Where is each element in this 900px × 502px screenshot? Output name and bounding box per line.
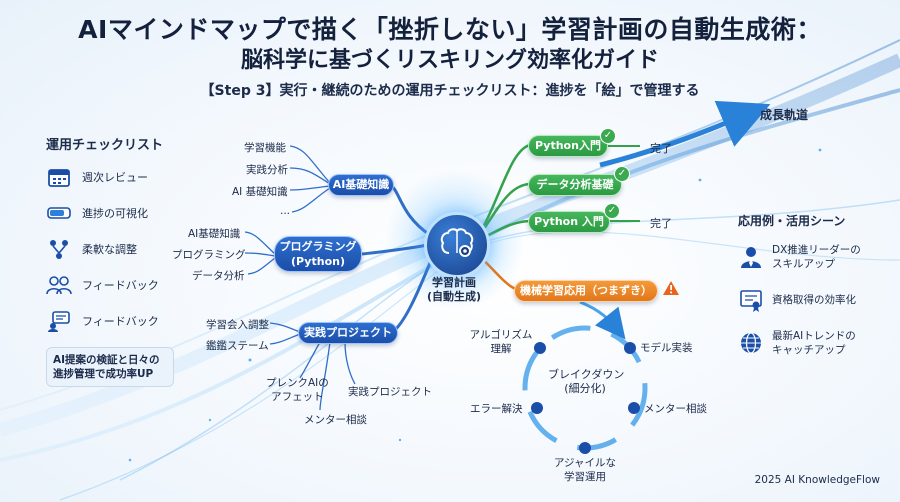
page-title-line1: AIマインドマップで描く「挫折しない」学習計画の自動生成術： [78, 15, 822, 44]
certificate-icon [738, 287, 764, 313]
progress-python-intro-2[interactable]: Python 入門 [528, 211, 610, 233]
brain-gear-icon [439, 227, 475, 263]
ai-basics-leaf: 実践分析 [246, 164, 288, 176]
branch-programming-line2: (Python) [291, 255, 345, 268]
checklist-item-feedback-chat: フィードバック [46, 309, 186, 333]
center-label-line2: (自動生成) [426, 290, 482, 303]
programming-leaf: データ分析 [192, 270, 245, 282]
checklist-item-label: 柔軟な調整 [82, 243, 137, 256]
branch-ai-basics[interactable]: AI基礎知識 [328, 174, 394, 196]
step-subtitle: 【Step 3】実行・継続のための運用チェックリスト：進捗を「絵」で管理する [200, 83, 700, 99]
applications-title: 応用例・活用シーン [738, 214, 846, 228]
progress-status-done: 完了 [650, 142, 672, 155]
cycle-center: ブレイクダウン (細分化) [548, 368, 625, 396]
application-label: 最新AIトレンドの キャッチアップ [772, 330, 856, 356]
cycle-step: アジャイルな 学習運用 [553, 457, 617, 483]
checklist-item-label: フィードバック [82, 279, 159, 292]
checklist-item-weekly-review: 週次レビュー [46, 165, 186, 189]
programming-leaf: AI基礎知識 [188, 228, 241, 240]
checklist-note: AI提案の検証と日々の進捗管理で成功率UP [46, 347, 174, 387]
progress-status-done: 完了 [650, 217, 672, 230]
application-item: DX推進リーダーの スキルアップ [738, 243, 888, 271]
center-label: 学習計画 (自動生成) [414, 276, 494, 304]
check-icon: ✓ [614, 166, 630, 182]
checklist-title: 運用チェックリスト [46, 138, 164, 153]
progress-stuck-ml[interactable]: 機械学習応用（つまずき） [514, 280, 658, 302]
project-leaf: プレンクAIの アフェット [266, 377, 329, 403]
progress-bar-icon [46, 202, 72, 224]
branch-project[interactable]: 実践プロジェクト [298, 322, 398, 344]
programming-leaf: プログラミング [172, 249, 246, 261]
growth-label: 成長軌道 [760, 108, 809, 122]
calendar-icon [46, 166, 72, 188]
progress-python-intro[interactable]: Python入門 [528, 135, 608, 157]
branch-programming-line1: プログラミング [279, 240, 357, 253]
checklist-panel: 運用チェックリスト 週次レビュー 進捗の可視化 柔軟な調整 フィードバック [46, 134, 186, 387]
leader-icon [738, 244, 764, 270]
warning-icon [662, 280, 680, 300]
check-icon: ✓ [600, 128, 616, 144]
project-leaf: 鑑鑑ステーム [206, 340, 269, 352]
checklist-item-label: フィードバック [82, 315, 159, 328]
check-icon: ✓ [604, 203, 620, 219]
ai-basics-leaf: 学習機能 [244, 142, 286, 154]
cycle-step: エラー解決 [470, 403, 523, 415]
project-leaf: メンター相談 [304, 414, 367, 426]
branch-icon [46, 238, 72, 260]
footer-credit: 2025 AI KnowledgeFlow [754, 474, 880, 486]
checklist-item-label: 進捗の可視化 [82, 207, 148, 220]
center-node[interactable] [424, 212, 490, 278]
branch-programming[interactable]: プログラミング (Python) [274, 236, 362, 272]
project-leaf: 学習会入調整 [206, 319, 269, 331]
chat-icon [46, 310, 72, 332]
cycle-center-line1: ブレイクダウン [548, 368, 625, 381]
progress-data-analysis[interactable]: データ分析基礎 [528, 174, 622, 196]
globe-icon [738, 330, 764, 356]
applications-panel: 応用例・活用シーン DX推進リーダーの スキルアップ 資格取得の効率化 最新AI… [738, 212, 888, 357]
checklist-item-progress: 進捗の可視化 [46, 201, 186, 225]
project-leaf: 実践プロジェクト [348, 386, 432, 398]
application-item: 資格取得の効率化 [738, 287, 888, 313]
application-item: 最新AIトレンドの キャッチアップ [738, 329, 888, 357]
people-icon [46, 274, 72, 296]
application-label: DX推進リーダーの スキルアップ [772, 244, 861, 270]
cycle-step: アルゴリズム 理解 [469, 329, 533, 355]
cycle-step: モデル実装 [640, 342, 693, 354]
cycle-center-line2: (細分化) [564, 382, 606, 395]
ai-basics-leaf: ... [280, 205, 291, 217]
center-label-line1: 学習計画 [432, 276, 476, 289]
checklist-item-adjust: 柔軟な調整 [46, 237, 186, 261]
application-label: 資格取得の効率化 [772, 294, 856, 306]
cycle-step: メンター相談 [644, 403, 707, 415]
page-title-line2: 脳科学に基づくリスキリング効率化ガイド [240, 48, 659, 73]
checklist-item-label: 週次レビュー [82, 171, 148, 184]
checklist-item-feedback-people: フィードバック [46, 273, 186, 297]
ai-basics-leaf: AI 基礎知識 [232, 186, 288, 198]
